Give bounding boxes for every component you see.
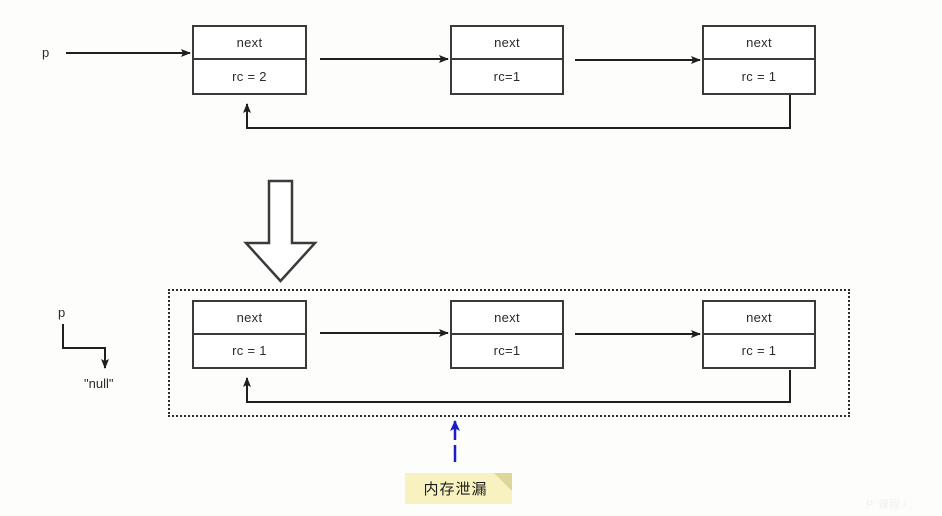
big-down-arrow: [243, 179, 318, 283]
bottom-node-1: next rc = 1: [192, 300, 307, 369]
top-cycle-arrow: [243, 95, 791, 129]
bottom-node-2-next: next: [452, 302, 562, 335]
bottom-node-3-rc: rc = 1: [741, 343, 777, 359]
top-node-2-rc: rc=1: [493, 69, 521, 84]
top-node-3-rc: rc = 1: [741, 69, 777, 84]
bottom-node-2-rc: rc=1: [493, 343, 521, 359]
top-node-2-next: next: [452, 27, 562, 60]
bottom-node-1-rc: rc = 1: [232, 343, 267, 359]
bottom-cycle-arrow: [243, 370, 791, 403]
top-node-1-next: next: [194, 27, 305, 60]
bottom-node-1-next: next: [194, 302, 305, 335]
top-node-3-next: next: [704, 27, 814, 60]
bottom-node-3-next: next: [704, 302, 814, 335]
memory-leak-callout-text: 内存泄漏: [423, 480, 488, 498]
callout-fold-corner: [494, 473, 512, 491]
bottom-pointer-null-arrow: [62, 324, 109, 369]
top-pointer-label: p: [42, 45, 50, 60]
top-node-2: next rc=1: [450, 25, 564, 95]
watermark: P. 课程 / .: [866, 499, 913, 511]
top-node-3: next rc = 1: [702, 25, 816, 95]
bottom-node-3: next rc = 1: [702, 300, 816, 369]
top-node-1-rc: rc = 2: [232, 69, 267, 84]
leaked-memory-region: [168, 289, 850, 417]
bottom-node-2: next rc=1: [450, 300, 564, 369]
top-node-1: next rc = 2: [192, 25, 307, 95]
bottom-pointer-label: p: [58, 305, 66, 320]
memory-leak-callout: 内存泄漏: [405, 473, 512, 504]
bottom-null-label: "null": [84, 376, 114, 391]
